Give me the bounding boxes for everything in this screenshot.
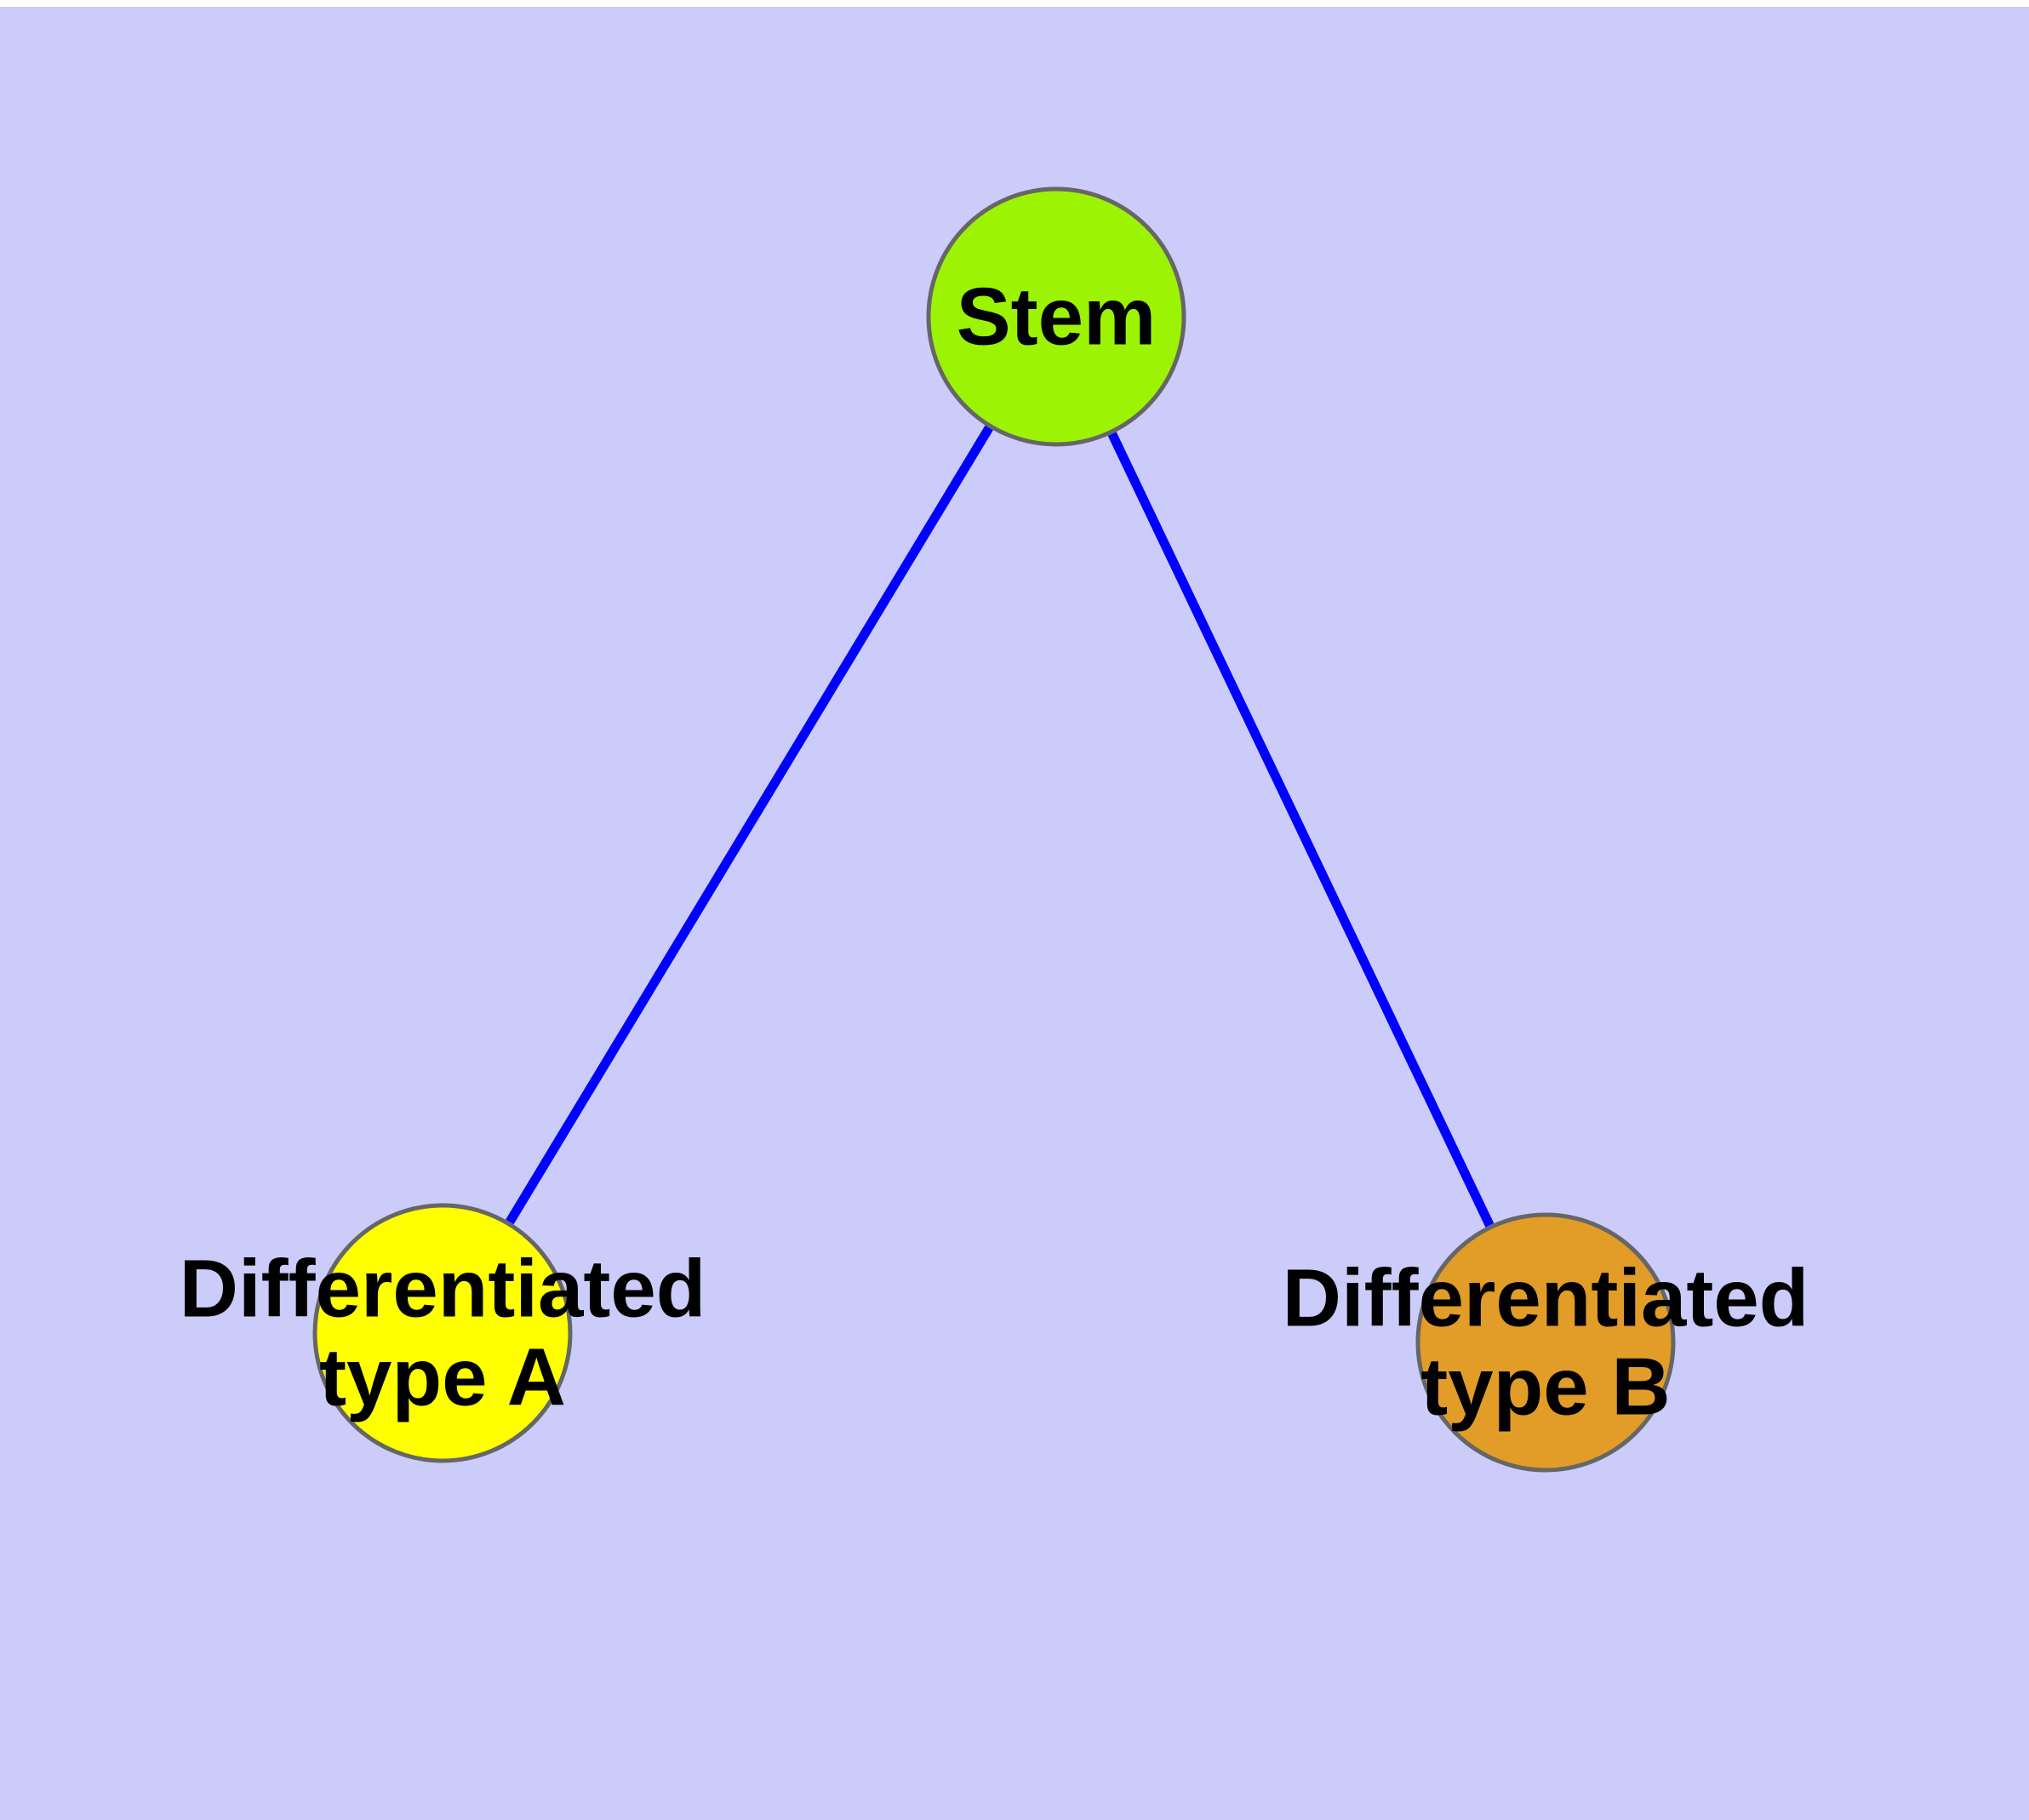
node-label-line: Stem <box>957 272 1157 363</box>
edges-group <box>506 425 1495 1228</box>
edge-stem-to-differentiated-b[interactable] <box>1107 432 1495 1228</box>
node-label-line: type B <box>1420 1342 1670 1433</box>
node-differentiated-type-b[interactable] <box>1415 1212 1676 1473</box>
nodes-group <box>312 186 1676 1473</box>
node-label-line: Differentiated <box>180 1244 706 1335</box>
node-label-line: type A <box>319 1332 566 1423</box>
node-label-stem: Stem <box>957 272 1157 363</box>
node-stem[interactable] <box>926 186 1186 447</box>
node-label-line: Differentiated <box>1283 1253 1809 1344</box>
edge-stem-to-differentiated-a[interactable] <box>506 425 993 1225</box>
node-differentiated-type-a[interactable] <box>312 1203 573 1463</box>
